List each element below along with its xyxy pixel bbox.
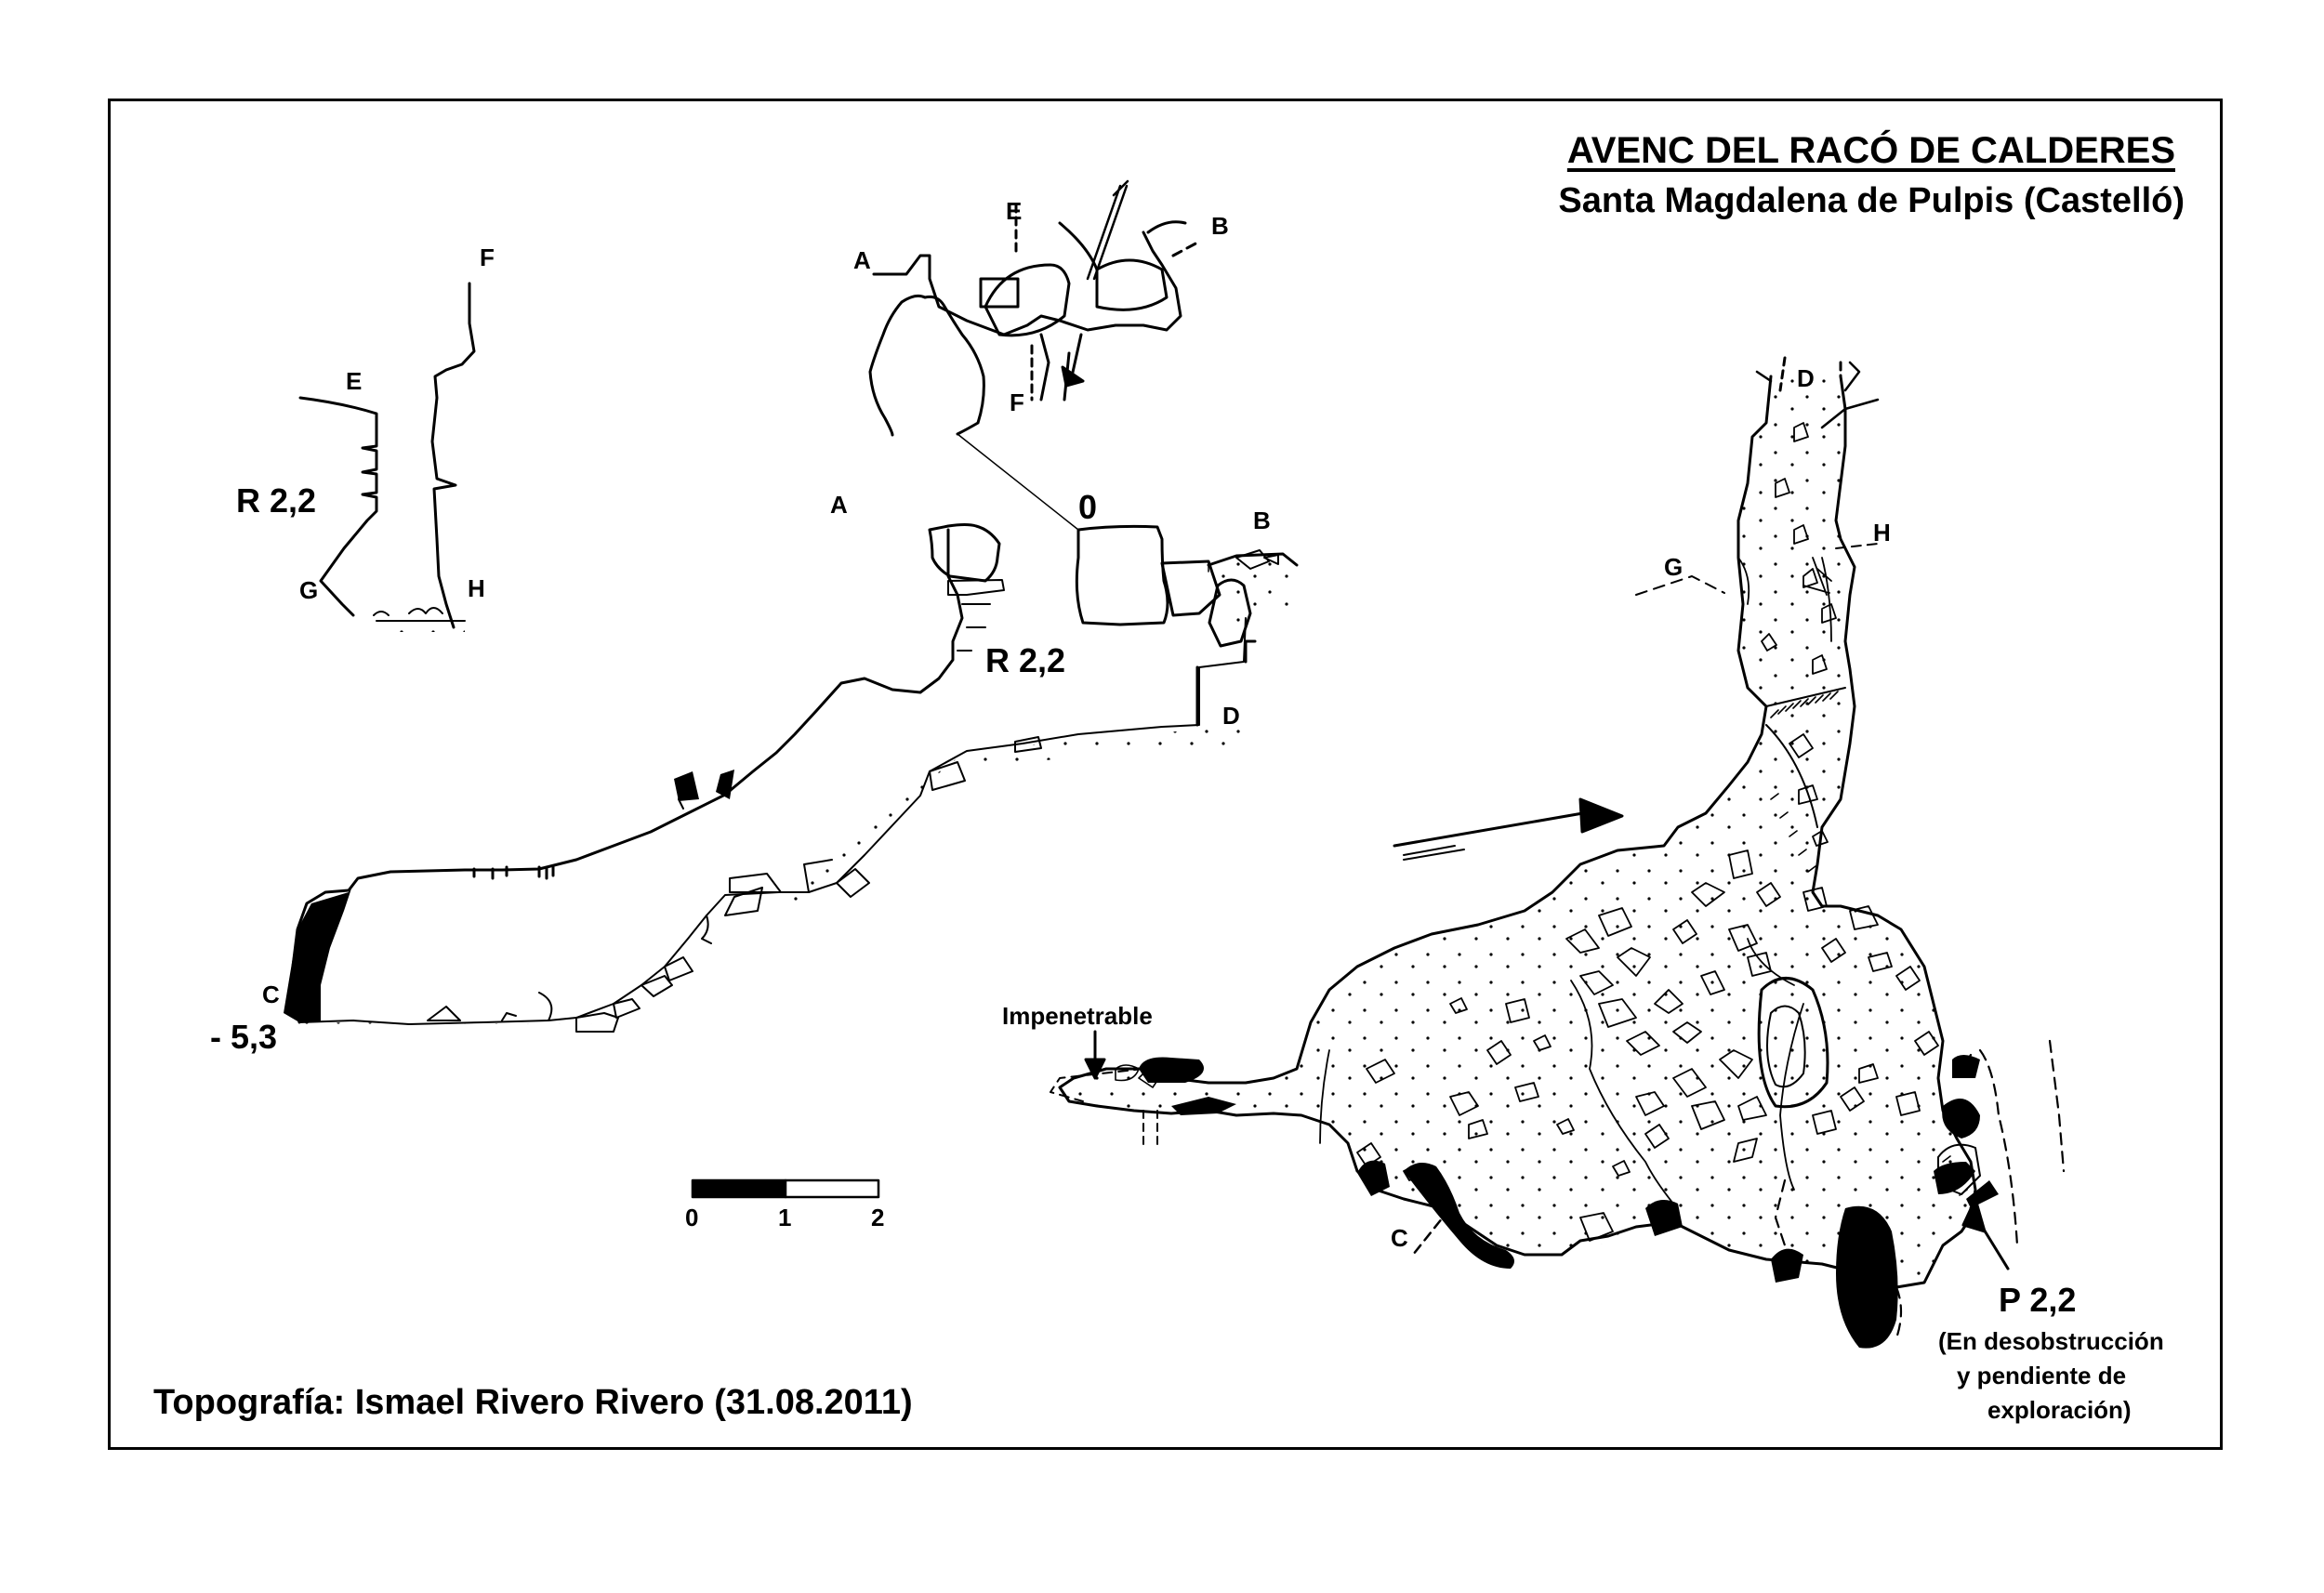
label-a-profile: A — [830, 491, 848, 519]
label-e-section: E — [346, 367, 363, 395]
longitudinal-profile — [284, 294, 1299, 1033]
label-h-section: H — [468, 574, 485, 602]
pitch-r-profile: R 2,2 — [985, 641, 1066, 679]
scale-bar — [691, 1178, 880, 1199]
cave-plan — [1050, 356, 2066, 1349]
pitch-p-plan: P 2,2 — [1999, 1281, 2077, 1319]
map-title: AVENC DEL RACÓ DE CALDERES — [1566, 130, 2175, 171]
scale-tick-2: 2 — [871, 1204, 885, 1231]
label-c-plan: C — [1391, 1224, 1408, 1252]
label-d-plan: D — [1797, 364, 1815, 392]
label-f-section: F — [480, 244, 495, 271]
depth-bottom: - 5,3 — [210, 1018, 278, 1056]
pitch-note-line1: (En desobstrucción — [1938, 1327, 2164, 1355]
label-a-plan: A — [853, 246, 871, 274]
entrance-plan-detail — [872, 179, 1201, 402]
cross-section-ef — [298, 282, 476, 632]
impenetrable-label: Impenetrable — [1002, 1002, 1153, 1030]
depth-zero: 0 — [1078, 488, 1098, 526]
pitch-r-section: R 2,2 — [236, 481, 317, 520]
label-g-section: G — [299, 576, 319, 604]
label-b-profile: B — [1253, 507, 1271, 534]
scale-tick-1: 1 — [778, 1204, 792, 1231]
label-e-plan: E — [1006, 197, 1023, 225]
label-b-plan: B — [1211, 212, 1229, 240]
map-subtitle: Santa Magdalena de Pulpis (Castelló) — [1558, 181, 2185, 220]
label-f-plan: F — [1010, 388, 1024, 416]
pitch-note-line3: exploración) — [1987, 1396, 2132, 1424]
pitch-note-line2: y pendiente de — [1957, 1362, 2127, 1389]
label-g-plan: G — [1664, 553, 1684, 581]
label-h-plan: H — [1873, 519, 1891, 546]
survey-credit: Topografía: Ismael Rivero Rivero (31.08.… — [153, 1383, 913, 1422]
scale-tick-0: 0 — [685, 1204, 699, 1231]
label-d-profile: D — [1222, 702, 1240, 730]
map-frame — [108, 99, 2223, 1450]
label-c-profile: C — [262, 981, 280, 1008]
